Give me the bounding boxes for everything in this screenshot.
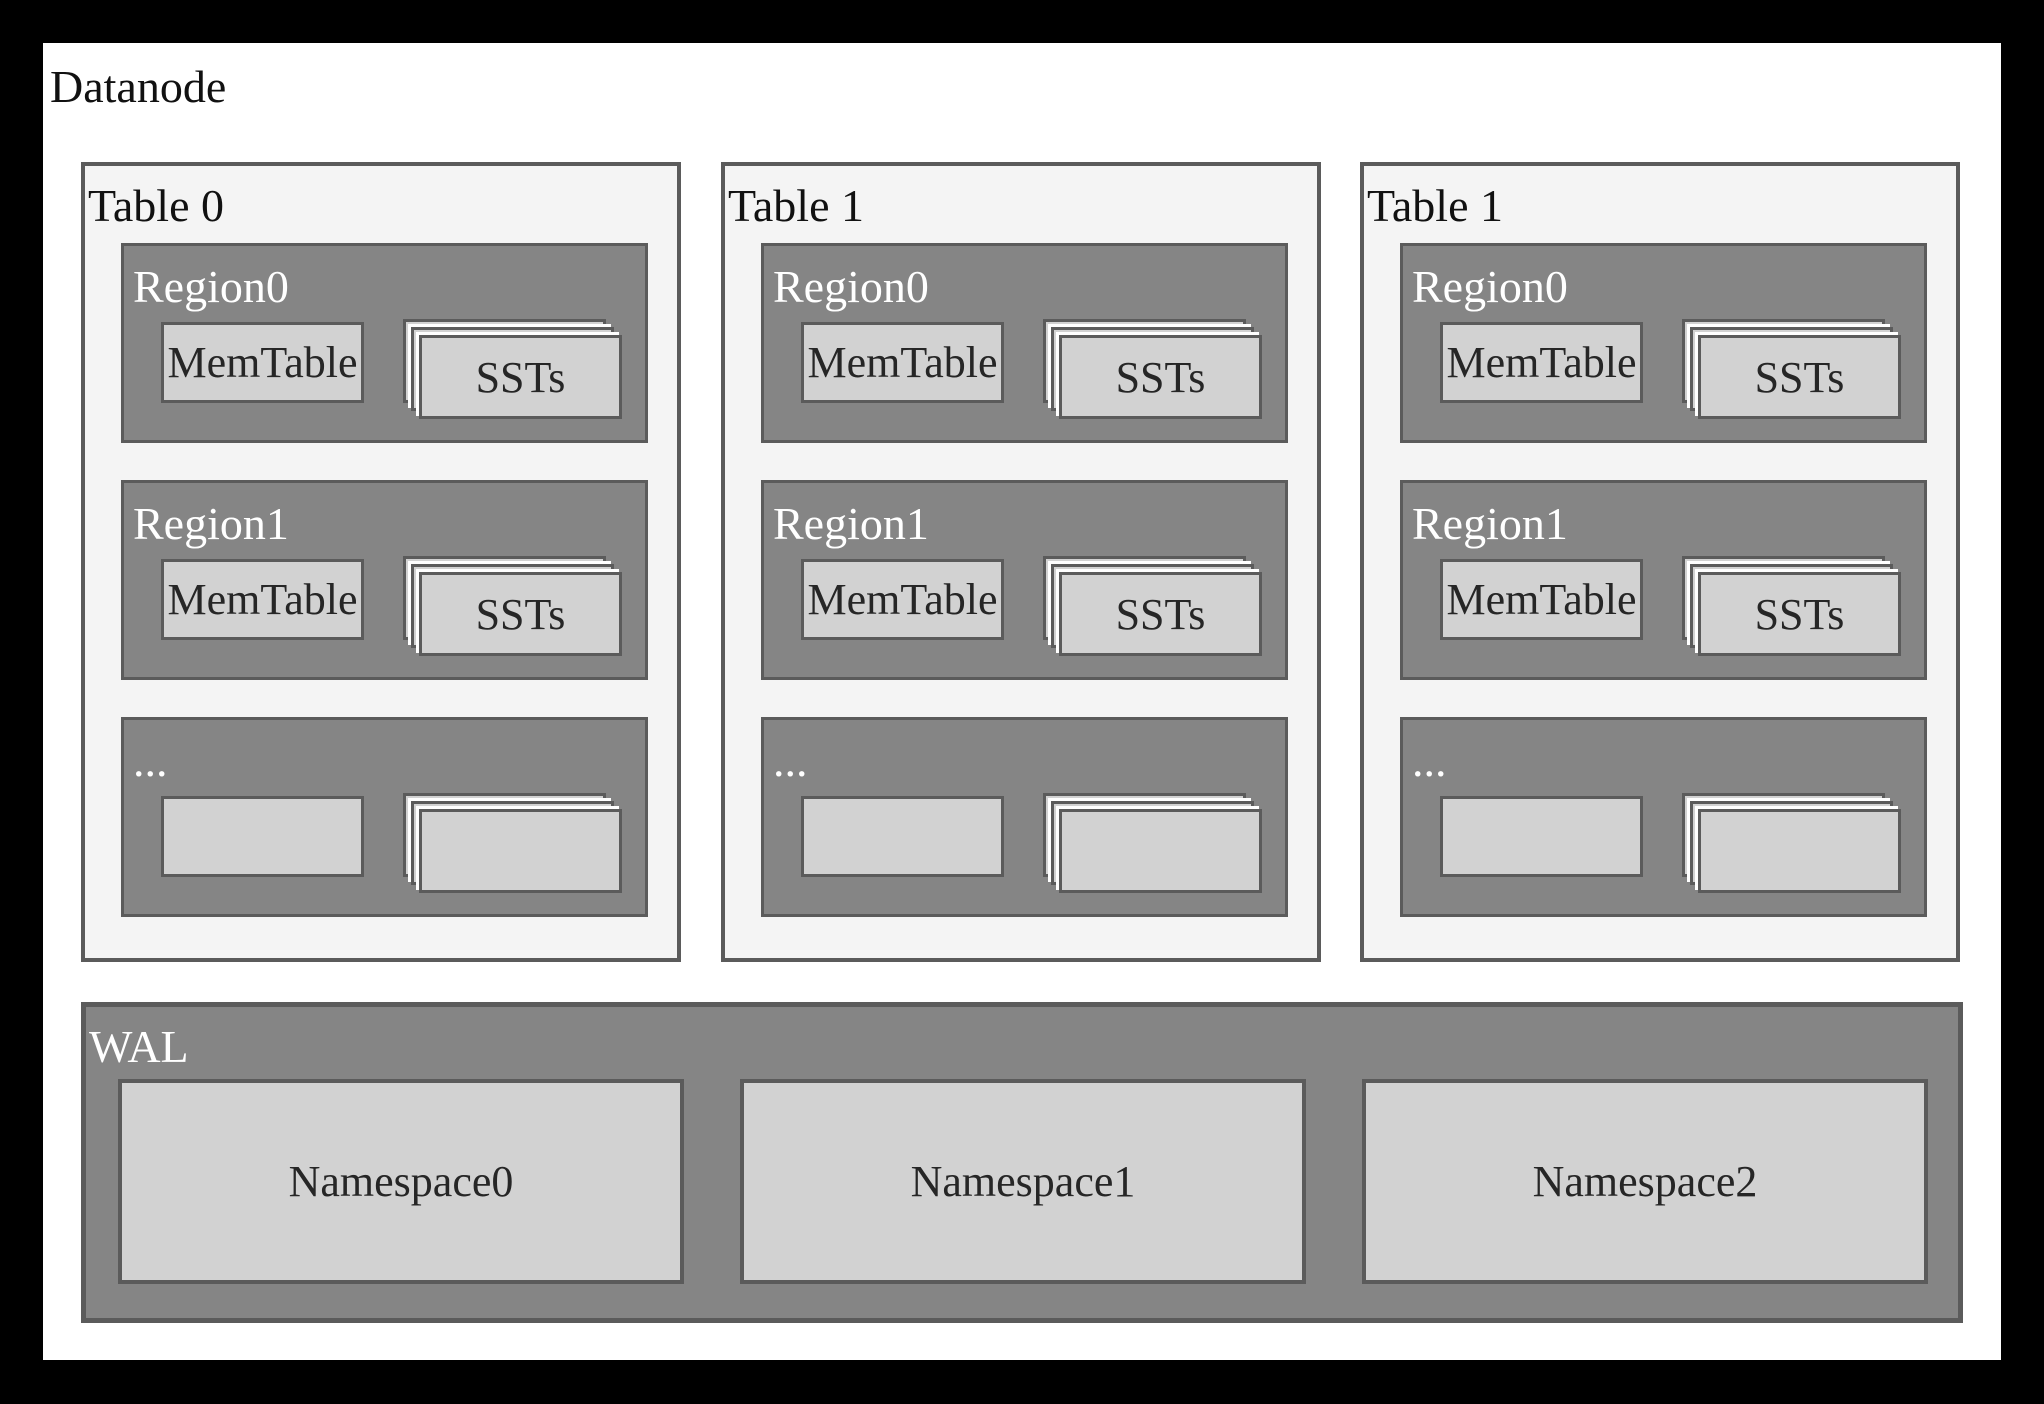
region-label: Region1 [133, 498, 289, 549]
sst-front-card: SSTs [419, 572, 622, 656]
sst-front-card: SSTs [1698, 335, 1901, 419]
sst-front-card-empty [419, 809, 622, 893]
memtable-box: MemTable [1440, 559, 1643, 640]
memtable-box: MemTable [1440, 322, 1643, 403]
namespace-box-2: Namespace2 [1362, 1079, 1928, 1284]
table-label: Table 1 [728, 180, 865, 231]
sst-front-card: SSTs [1698, 572, 1901, 656]
region-label: Region0 [1412, 261, 1568, 312]
region-box: Region1 MemTable SSTs [1400, 480, 1927, 680]
table-box-2: Table 1 Region0 MemTable SSTs Region1 Me… [1360, 162, 1960, 962]
datanode-container: Datanode Table 0 Region0 MemTable SSTs R… [43, 43, 2001, 1360]
region-label: ... [773, 735, 808, 786]
ssts-stack: SSTs [403, 556, 623, 657]
memtable-box: MemTable [801, 322, 1004, 403]
region-box: Region0 MemTable SSTs [1400, 243, 1927, 443]
ssts-stack [1682, 793, 1902, 894]
wal-box: WAL Namespace0 Namespace1 Namespace2 [81, 1002, 1963, 1323]
memtable-box: MemTable [801, 559, 1004, 640]
table-box-0: Table 0 Region0 MemTable SSTs Region1 Me… [81, 162, 681, 962]
ssts-stack [1043, 793, 1263, 894]
memtable-box-empty [1440, 796, 1643, 877]
sst-front-card: SSTs [1059, 572, 1262, 656]
region-label: ... [1412, 735, 1447, 786]
ssts-stack: SSTs [1043, 319, 1263, 420]
sst-front-card: SSTs [1059, 335, 1262, 419]
region-box: Region0 MemTable SSTs [121, 243, 648, 443]
namespace-box-0: Namespace0 [118, 1079, 684, 1284]
region-box-ellipsis: ... [1400, 717, 1927, 917]
sst-front-card-empty [1698, 809, 1901, 893]
ssts-stack: SSTs [403, 319, 623, 420]
sst-front-card: SSTs [419, 335, 622, 419]
ssts-stack: SSTs [1043, 556, 1263, 657]
memtable-box: MemTable [161, 322, 364, 403]
memtable-box-empty [801, 796, 1004, 877]
memtable-box-empty [161, 796, 364, 877]
ssts-stack: SSTs [1682, 319, 1902, 420]
region-box: Region1 MemTable SSTs [121, 480, 648, 680]
table-label: Table 1 [1367, 180, 1504, 231]
table-label: Table 0 [88, 180, 225, 231]
sst-front-card-empty [1059, 809, 1262, 893]
ssts-stack: SSTs [1682, 556, 1902, 657]
memtable-box: MemTable [161, 559, 364, 640]
region-label: Region1 [1412, 498, 1568, 549]
ssts-stack [403, 793, 623, 894]
region-label: Region1 [773, 498, 929, 549]
region-box-ellipsis: ... [121, 717, 648, 917]
namespace-box-1: Namespace1 [740, 1079, 1306, 1284]
region-box: Region0 MemTable SSTs [761, 243, 1288, 443]
table-box-1: Table 1 Region0 MemTable SSTs Region1 Me… [721, 162, 1321, 962]
region-label: ... [133, 735, 168, 786]
region-label: Region0 [773, 261, 929, 312]
wal-label: WAL [89, 1021, 189, 1072]
region-label: Region0 [133, 261, 289, 312]
region-box: Region1 MemTable SSTs [761, 480, 1288, 680]
datanode-title: Datanode [50, 61, 227, 112]
region-box-ellipsis: ... [761, 717, 1288, 917]
